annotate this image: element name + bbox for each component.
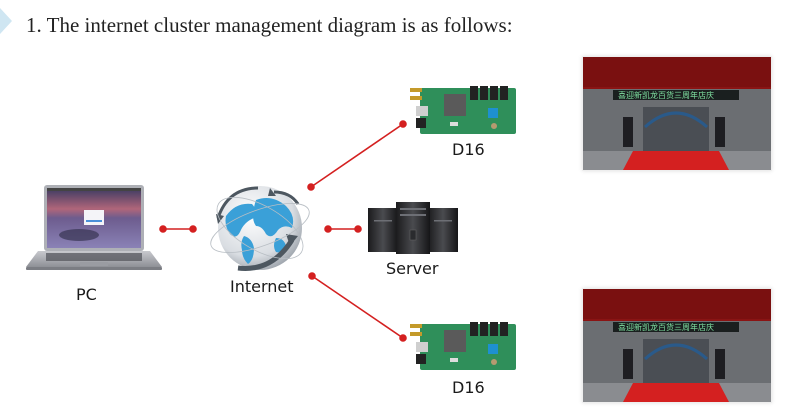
led-sign-text: 喜迎新凯龙百货三周年店庆 xyxy=(618,322,714,332)
led-display-photo-bottom: 喜迎新凯龙百货三周年店庆 xyxy=(582,288,772,403)
led-sign-text: 喜迎新凯龙百货三周年店庆 xyxy=(618,90,714,100)
connector-dot xyxy=(159,225,167,233)
heading: 1. The internet cluster management diagr… xyxy=(26,13,513,37)
connector-dot xyxy=(399,120,407,128)
connector-dot xyxy=(308,272,316,280)
node-label-internet: Internet xyxy=(230,277,294,296)
node-label-pc: PC xyxy=(76,285,97,304)
connector-dot xyxy=(307,183,315,191)
connector-dot xyxy=(324,225,332,233)
controller-card-icon xyxy=(410,86,516,134)
connector-internet-d16-top xyxy=(310,123,404,188)
laptop-icon xyxy=(26,185,162,270)
node-label-server: Server xyxy=(386,259,439,278)
node-label-d16-top: D16 xyxy=(452,140,485,159)
led-display-photo-top: 喜迎新凯龙百货三周年店庆 xyxy=(582,56,772,171)
server-rack-icon xyxy=(368,202,458,254)
bullet-marker xyxy=(0,8,12,34)
storefront-photo: 喜迎新凯龙百货三周年店庆 xyxy=(583,289,771,402)
connector-dot xyxy=(354,225,362,233)
globe-icon xyxy=(210,186,310,271)
node-label-d16-bottom: D16 xyxy=(452,378,485,397)
connector-internet-d16-bottom xyxy=(311,275,404,339)
connector-dot xyxy=(189,225,197,233)
storefront-photo: 喜迎新凯龙百货三周年店庆 xyxy=(583,57,771,170)
controller-card-icon xyxy=(410,322,516,370)
connector-dot xyxy=(399,334,407,342)
